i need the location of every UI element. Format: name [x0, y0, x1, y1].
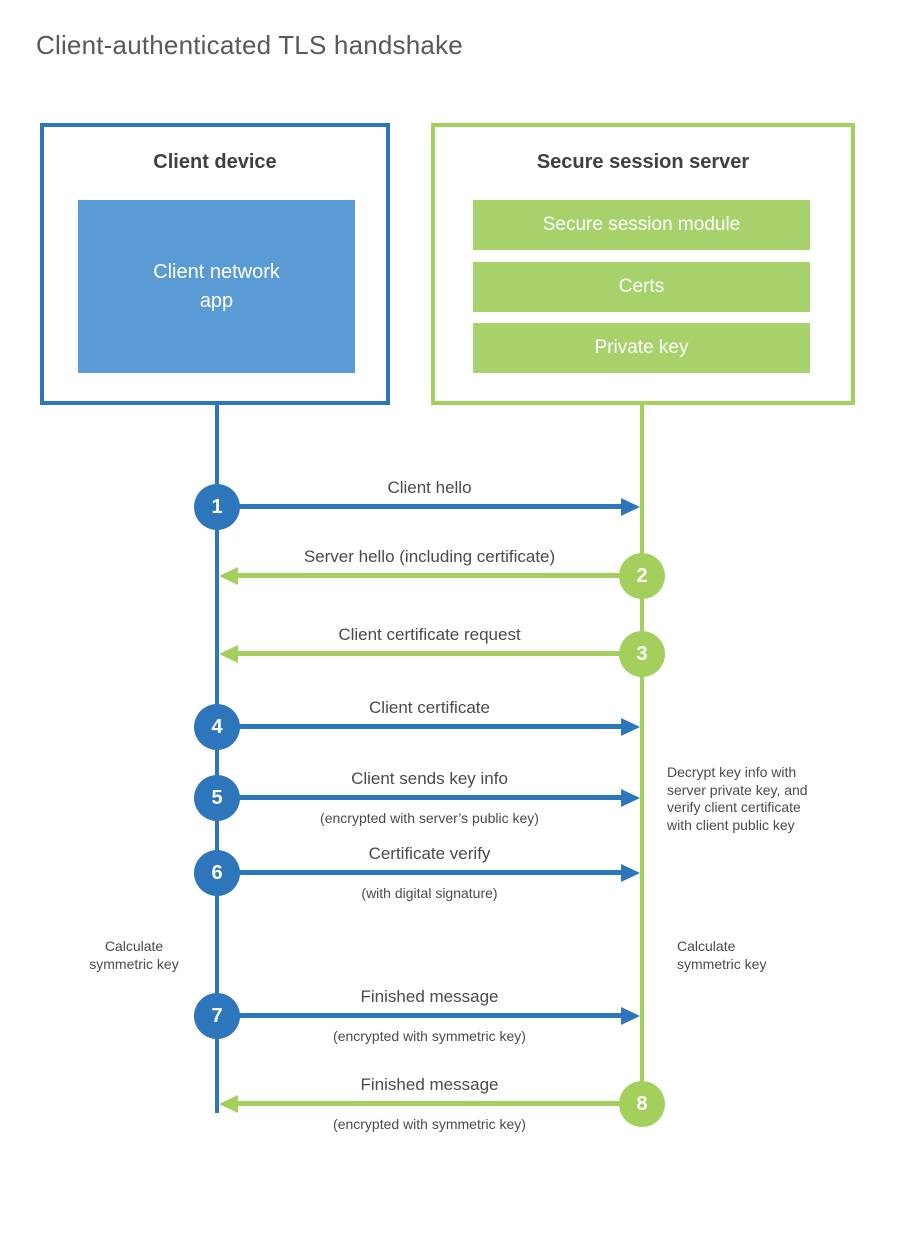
server-lifeline	[640, 405, 644, 1104]
arrow-6-right-arrowhead-icon	[621, 864, 640, 882]
message-sublabel-encrypted-symmetric-key-8: (encrypted with symmetric key)	[333, 1116, 526, 1132]
arrow-5-shaft	[217, 795, 621, 800]
message-label-finished-message-client: Finished message	[360, 987, 499, 1006]
note-decrypt-key-info: Decrypt key info with server private key…	[667, 764, 808, 833]
secure-session-server-title: Secure session server	[536, 151, 750, 173]
arrow-3-left-arrowhead-icon	[219, 645, 238, 663]
arrow-6-shaft	[217, 870, 621, 875]
message-sublabel-digital-signature: (with digital signature)	[361, 885, 498, 901]
step-3-badge: 3	[619, 631, 665, 677]
server-module-secure-session-module: Secure session module	[473, 200, 810, 250]
note-calculate-symmetric-key-server: Calculate symmetric key	[677, 938, 767, 972]
arrow-7-right-arrowhead-icon	[621, 1007, 640, 1025]
message-label-client-sends-key-info: Client sends key info	[351, 769, 508, 788]
message-label-certificate-verify: Certificate verify	[368, 844, 491, 863]
server-module-certs: Certs	[473, 262, 810, 312]
arrow-4-right-arrowhead-icon	[621, 718, 640, 736]
arrow-7-shaft	[217, 1013, 621, 1018]
arrow-1-right-arrowhead-icon	[621, 498, 640, 516]
note-calculate-symmetric-key-client: Calculate symmetric key	[89, 938, 179, 972]
arrow-8-left-arrowhead-icon	[219, 1095, 238, 1113]
page-title: Client-authenticated TLS handshake	[36, 30, 463, 60]
step-4-badge: 4	[194, 704, 240, 750]
arrow-2-left-arrowhead-icon	[219, 567, 238, 585]
step-6-badge: 6	[194, 850, 240, 896]
message-label-finished-message-server: Finished message	[360, 1075, 499, 1094]
message-label-client-certificate: Client certificate	[369, 698, 490, 717]
message-label-client-certificate-request: Client certificate request	[338, 625, 521, 644]
arrow-5-right-arrowhead-icon	[621, 789, 640, 807]
arrow-8-shaft	[238, 1101, 642, 1106]
step-8-badge: 8	[619, 1081, 665, 1127]
step-7-badge: 7	[194, 993, 240, 1039]
message-sublabel-encrypted-server-public-key: (encrypted with server’s public key)	[320, 810, 539, 826]
server-module-private-key: Private key	[473, 323, 810, 373]
client-device-title: Client device	[153, 151, 277, 173]
arrow-3-shaft	[238, 651, 642, 656]
arrow-1-shaft	[217, 504, 621, 509]
step-2-badge: 2	[619, 553, 665, 599]
message-label-client-hello: Client hello	[387, 478, 472, 497]
client-lifeline	[215, 405, 219, 1113]
message-label-server-hello: Server hello (including certificate)	[303, 547, 556, 566]
arrow-2-shaft	[238, 573, 642, 578]
client-network-app-box: Client network app	[78, 200, 355, 373]
step-1-badge: 1	[194, 484, 240, 530]
arrow-4-shaft	[217, 724, 621, 729]
step-5-badge: 5	[194, 775, 240, 821]
message-sublabel-encrypted-symmetric-key-7: (encrypted with symmetric key)	[333, 1028, 526, 1044]
